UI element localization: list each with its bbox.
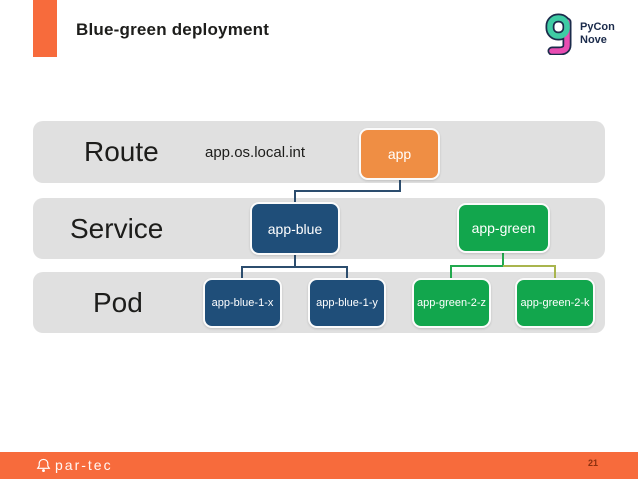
service-row-label: Service bbox=[70, 212, 164, 244]
partec-logo: par-tec bbox=[36, 457, 113, 473]
route-node-app: app bbox=[359, 128, 440, 180]
page-number: 21 bbox=[587, 458, 598, 468]
pycon-logo-line1: PyCon bbox=[580, 21, 615, 34]
pycon-nove-logo-text: PyCon Nove bbox=[580, 21, 615, 46]
pycon-nove-nine-icon bbox=[545, 13, 572, 55]
footer-bar: par-tec 21 bbox=[0, 452, 638, 479]
pycon-logo-line2: Nove bbox=[580, 34, 607, 46]
partec-logo-text: par-tec bbox=[55, 457, 113, 473]
pycon-nove-logo: PyCon Nove bbox=[545, 13, 615, 55]
route-band: Route bbox=[33, 121, 605, 183]
partec-bell-icon bbox=[36, 458, 51, 472]
page-title: Blue-green deployment bbox=[76, 20, 270, 39]
pod-node-app-green-2-k: app-green-2-k bbox=[515, 278, 595, 328]
route-hostname: app.os.local.int bbox=[205, 144, 306, 161]
pod-node-app-green-2-z: app-green-2-z bbox=[412, 278, 491, 328]
pod-row-label: Pod bbox=[93, 286, 143, 318]
service-node-app-blue: app-blue bbox=[250, 202, 340, 255]
accent-bar bbox=[33, 0, 57, 57]
pod-node-app-blue-1-y: app-blue-1-y bbox=[308, 278, 386, 328]
route-row-label: Route bbox=[84, 136, 159, 167]
service-node-app-green: app-green bbox=[457, 203, 550, 253]
pod-node-app-blue-1-x: app-blue-1-x bbox=[203, 278, 282, 328]
